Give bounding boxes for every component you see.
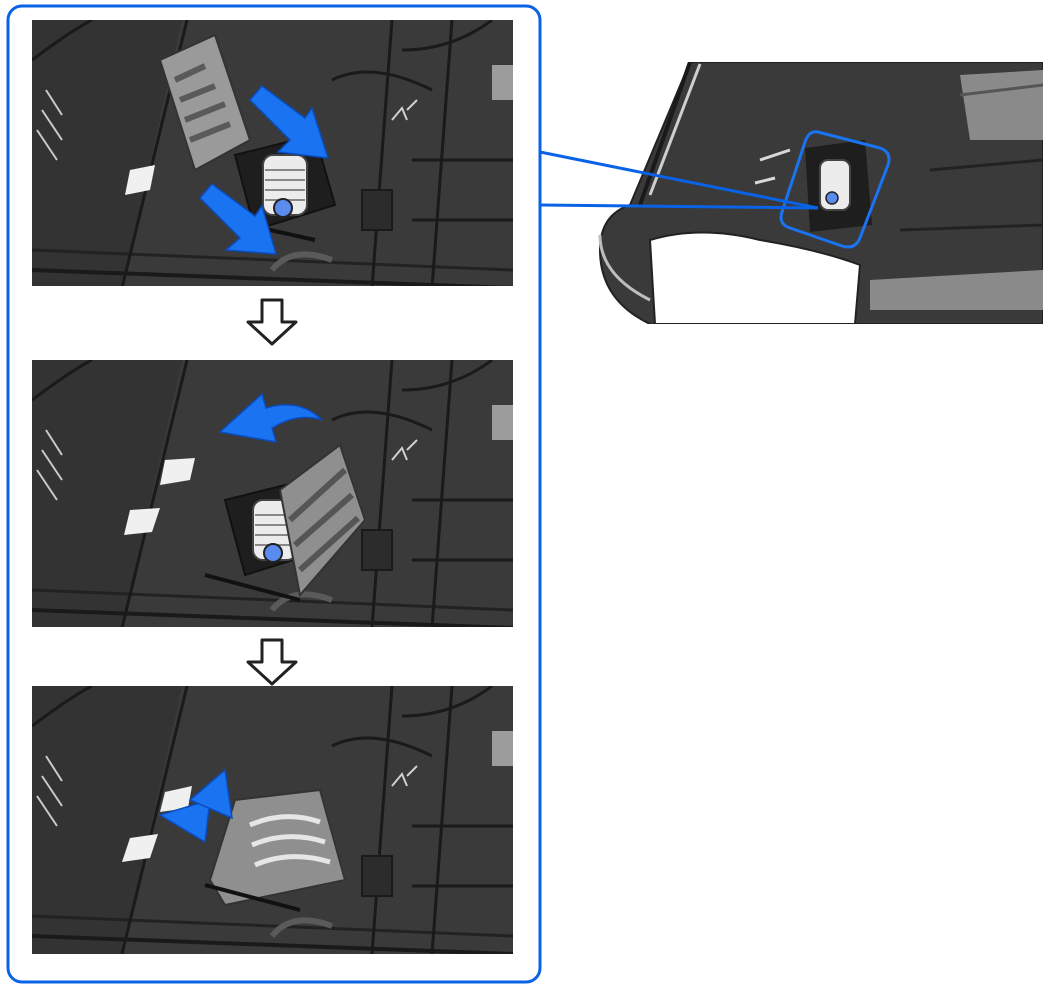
step-2-panel bbox=[32, 360, 513, 628]
step-3-panel bbox=[32, 686, 513, 954]
hollow-down-arrow-icon bbox=[248, 300, 296, 344]
overview-image bbox=[592, 62, 1043, 324]
hollow-down-arrow-icon bbox=[248, 640, 296, 684]
